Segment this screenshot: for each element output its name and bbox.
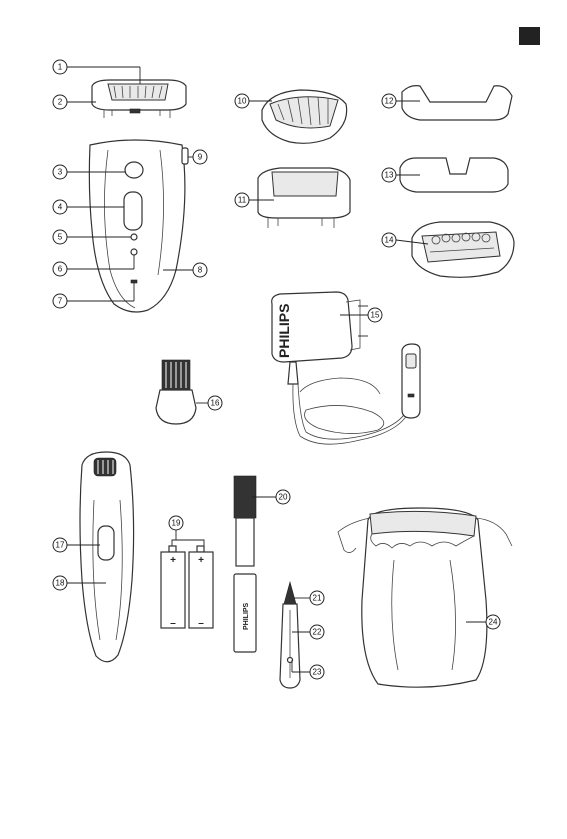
callout-5: 5 bbox=[52, 229, 68, 245]
callout-4: 4 bbox=[52, 199, 68, 215]
callout-2: 2 bbox=[52, 94, 68, 110]
svg-text:21: 21 bbox=[313, 594, 322, 603]
battery-2-minus-label: – bbox=[198, 618, 204, 629]
battery-1-minus-label: – bbox=[170, 618, 176, 629]
svg-text:9: 9 bbox=[198, 153, 203, 162]
svg-text:22: 22 bbox=[313, 628, 322, 637]
callout-14: 14 bbox=[381, 232, 397, 248]
callout-8: 8 bbox=[192, 262, 208, 278]
svg-text:2: 2 bbox=[58, 98, 63, 107]
callout-17: 17 bbox=[52, 537, 68, 553]
svg-text:4: 4 bbox=[58, 203, 63, 212]
svg-text:18: 18 bbox=[56, 579, 65, 588]
callout-11: 11 bbox=[234, 192, 250, 208]
batteries-illustration: + – + – bbox=[160, 530, 214, 629]
svg-text:23: 23 bbox=[313, 668, 322, 677]
svg-text:10: 10 bbox=[238, 97, 247, 106]
svg-text:1: 1 bbox=[58, 63, 63, 72]
storage-pouch-illustration bbox=[337, 507, 513, 688]
battery-1-plus-label: + bbox=[170, 555, 176, 566]
adapter-brand-label: PHILIPS bbox=[276, 304, 292, 358]
case-brand-label: PHILIPS bbox=[243, 602, 250, 630]
svg-text:14: 14 bbox=[385, 236, 394, 245]
callout-20: 20 bbox=[275, 489, 291, 505]
skin-contact-cap-12-illustration bbox=[401, 85, 513, 121]
svg-text:5: 5 bbox=[58, 233, 63, 242]
svg-text:16: 16 bbox=[211, 399, 220, 408]
svg-text:11: 11 bbox=[238, 196, 247, 205]
epilator-body-illustration bbox=[88, 139, 189, 313]
callout-18: 18 bbox=[52, 575, 68, 591]
svg-text:19: 19 bbox=[172, 519, 181, 528]
page-corner-marker bbox=[519, 27, 540, 45]
svg-text:3: 3 bbox=[58, 168, 63, 177]
adapter-illustration: PHILIPS bbox=[271, 291, 421, 445]
shaving-head-illustration bbox=[261, 89, 348, 144]
callout-7: 7 bbox=[52, 293, 68, 309]
svg-text:17: 17 bbox=[56, 541, 65, 550]
tweezers-illustration bbox=[279, 580, 301, 689]
svg-text:24: 24 bbox=[489, 618, 498, 627]
callout-9: 9 bbox=[192, 149, 208, 165]
callout-22: 22 bbox=[309, 624, 325, 640]
compact-epilator-illustration bbox=[79, 451, 135, 663]
battery-2-plus-label: + bbox=[198, 555, 204, 566]
epilator-head-illustration bbox=[91, 79, 187, 118]
svg-text:13: 13 bbox=[385, 171, 394, 180]
callout-13: 13 bbox=[381, 167, 397, 183]
cleaning-brush-illustration bbox=[155, 359, 197, 425]
skin-contact-cap-13-illustration bbox=[399, 157, 509, 193]
callout-10: 10 bbox=[234, 93, 250, 109]
callout-3: 3 bbox=[52, 164, 68, 180]
svg-text:7: 7 bbox=[58, 297, 63, 306]
callout-16: 16 bbox=[207, 395, 223, 411]
svg-text:8: 8 bbox=[198, 266, 203, 275]
svg-text:12: 12 bbox=[385, 97, 394, 106]
massage-cap-illustration bbox=[411, 221, 515, 278]
callout-6: 6 bbox=[52, 261, 68, 277]
svg-text:6: 6 bbox=[58, 265, 63, 274]
callout-19: 19 bbox=[168, 515, 184, 531]
callout-12: 12 bbox=[381, 93, 397, 109]
svg-text:15: 15 bbox=[371, 311, 380, 320]
callout-24: 24 bbox=[485, 614, 501, 630]
svg-text:20: 20 bbox=[279, 493, 288, 502]
callout-21: 21 bbox=[309, 590, 325, 606]
callout-1: 1 bbox=[52, 59, 68, 75]
leader-lines bbox=[67, 66, 486, 673]
tweezers-case-illustration: PHILIPS bbox=[233, 475, 257, 653]
shaving-head-frame-illustration bbox=[257, 167, 351, 228]
callout-23: 23 bbox=[309, 664, 325, 680]
callout-15: 15 bbox=[367, 307, 383, 323]
